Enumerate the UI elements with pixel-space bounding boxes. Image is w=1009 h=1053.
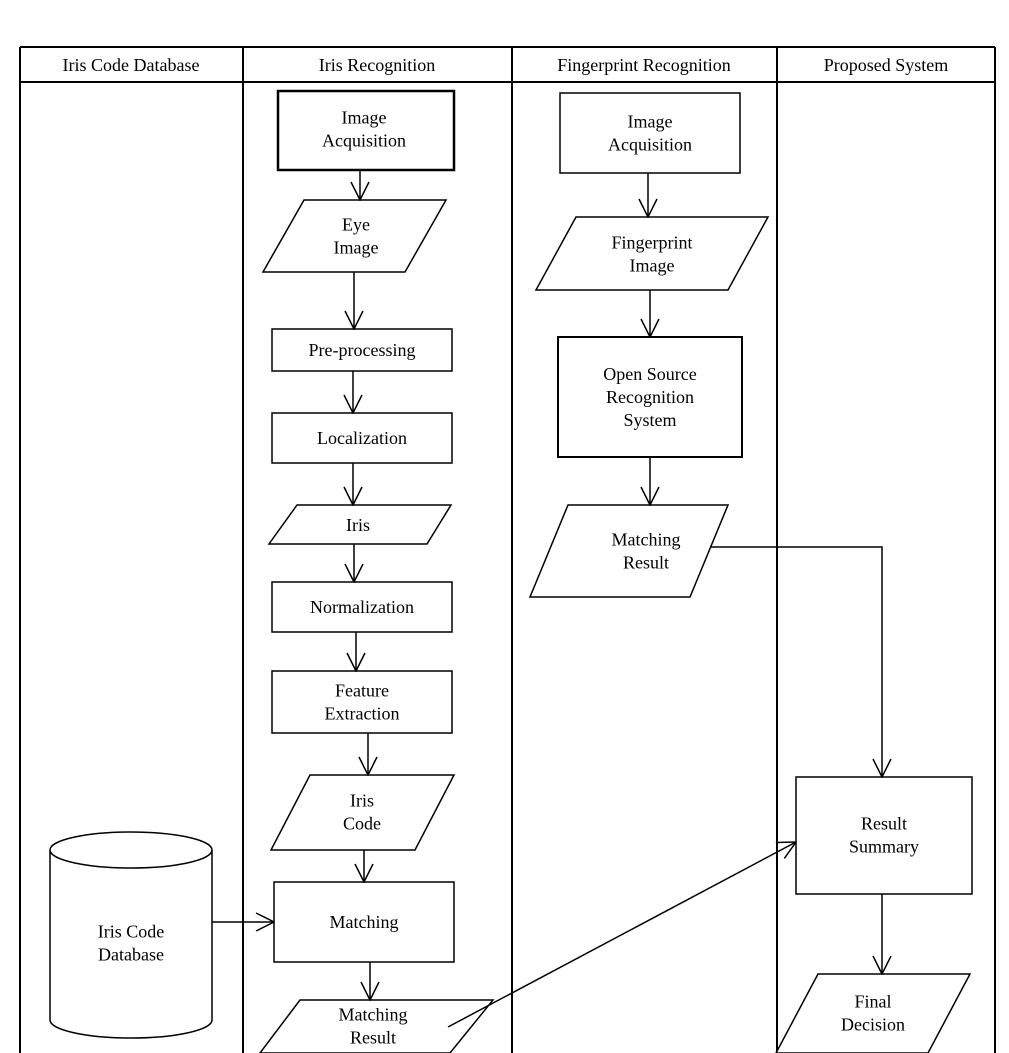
iris-image-acquisition-process — [276, 89, 456, 172]
node-label-line: Image — [334, 238, 379, 258]
node-label-line: Normalization — [310, 597, 414, 617]
result-summary-process — [795, 776, 973, 895]
node-label-line: Decision — [841, 1015, 905, 1035]
normalization-process — [271, 581, 453, 633]
node-label-line: Database — [98, 945, 164, 965]
iris-code-data — [269, 774, 456, 851]
fingerprint-matching-result-data — [528, 504, 730, 598]
node-label-line: Result — [350, 1028, 396, 1048]
node-label-line: Localization — [317, 428, 407, 448]
node-label-line: Result — [861, 814, 907, 834]
swimlane-frame — [19, 46, 996, 1053]
node-label-line: Iris — [346, 515, 370, 535]
pre-processing-label: Pre-processing — [309, 340, 416, 360]
fingerprint-image-acquisition-process — [559, 92, 741, 174]
node-label-line: Matching — [330, 912, 399, 932]
node-label-line: Summary — [849, 837, 919, 857]
eye-image-data — [261, 199, 448, 273]
lane-header-proposed-system: Proposed System — [824, 55, 949, 75]
node-label-line: Image — [628, 112, 673, 132]
database-cylinder — [49, 831, 213, 1039]
node-label-line: Acquisition — [608, 135, 692, 155]
node-label-line: Feature — [335, 681, 389, 701]
arrow-iris-result-to-result-summary — [447, 842, 796, 1028]
node-label-line: Code — [343, 814, 381, 834]
node-label-line: Matching — [612, 530, 681, 550]
node-label-line: Acquisition — [322, 131, 406, 151]
localization-label: Localization — [317, 428, 407, 448]
node-label-line: Image — [342, 108, 387, 128]
node-label-line: Pre-processing — [309, 340, 416, 360]
node-label-line: System — [623, 410, 676, 430]
node-label-line: Result — [623, 553, 669, 573]
iris-matching-result-data — [259, 999, 495, 1053]
lane-header-iris-recognition: Iris Recognition — [319, 55, 435, 75]
feature-extraction-process — [271, 670, 453, 734]
normalization-label: Normalization — [310, 597, 414, 617]
node-label-line: Final — [854, 992, 891, 1012]
lane-header-fingerprint-recognition: Fingerprint Recognition — [557, 55, 730, 75]
node-label-line: Matching — [339, 1005, 408, 1025]
node-label-line: Extraction — [325, 704, 400, 724]
node-label-line: Eye — [342, 215, 370, 235]
matching-process — [273, 881, 455, 963]
lane-header-iris-code-database: Iris Code Database — [63, 55, 200, 75]
node-label-line: Iris Code — [98, 922, 165, 942]
fingerprint-image-data — [534, 216, 770, 291]
node-label-line: Open Source — [603, 364, 696, 384]
node-label-line: Image — [630, 256, 675, 276]
node-label-line: Iris — [350, 791, 374, 811]
iris-data — [267, 504, 453, 545]
final-decision-data — [775, 973, 972, 1053]
node-label-line: Recognition — [606, 387, 694, 407]
iris-label: Iris — [346, 515, 370, 535]
node-label-line: Fingerprint — [612, 233, 693, 253]
matching-label: Matching — [330, 912, 399, 932]
arrow-fp-result-to-result-summary — [710, 546, 882, 777]
